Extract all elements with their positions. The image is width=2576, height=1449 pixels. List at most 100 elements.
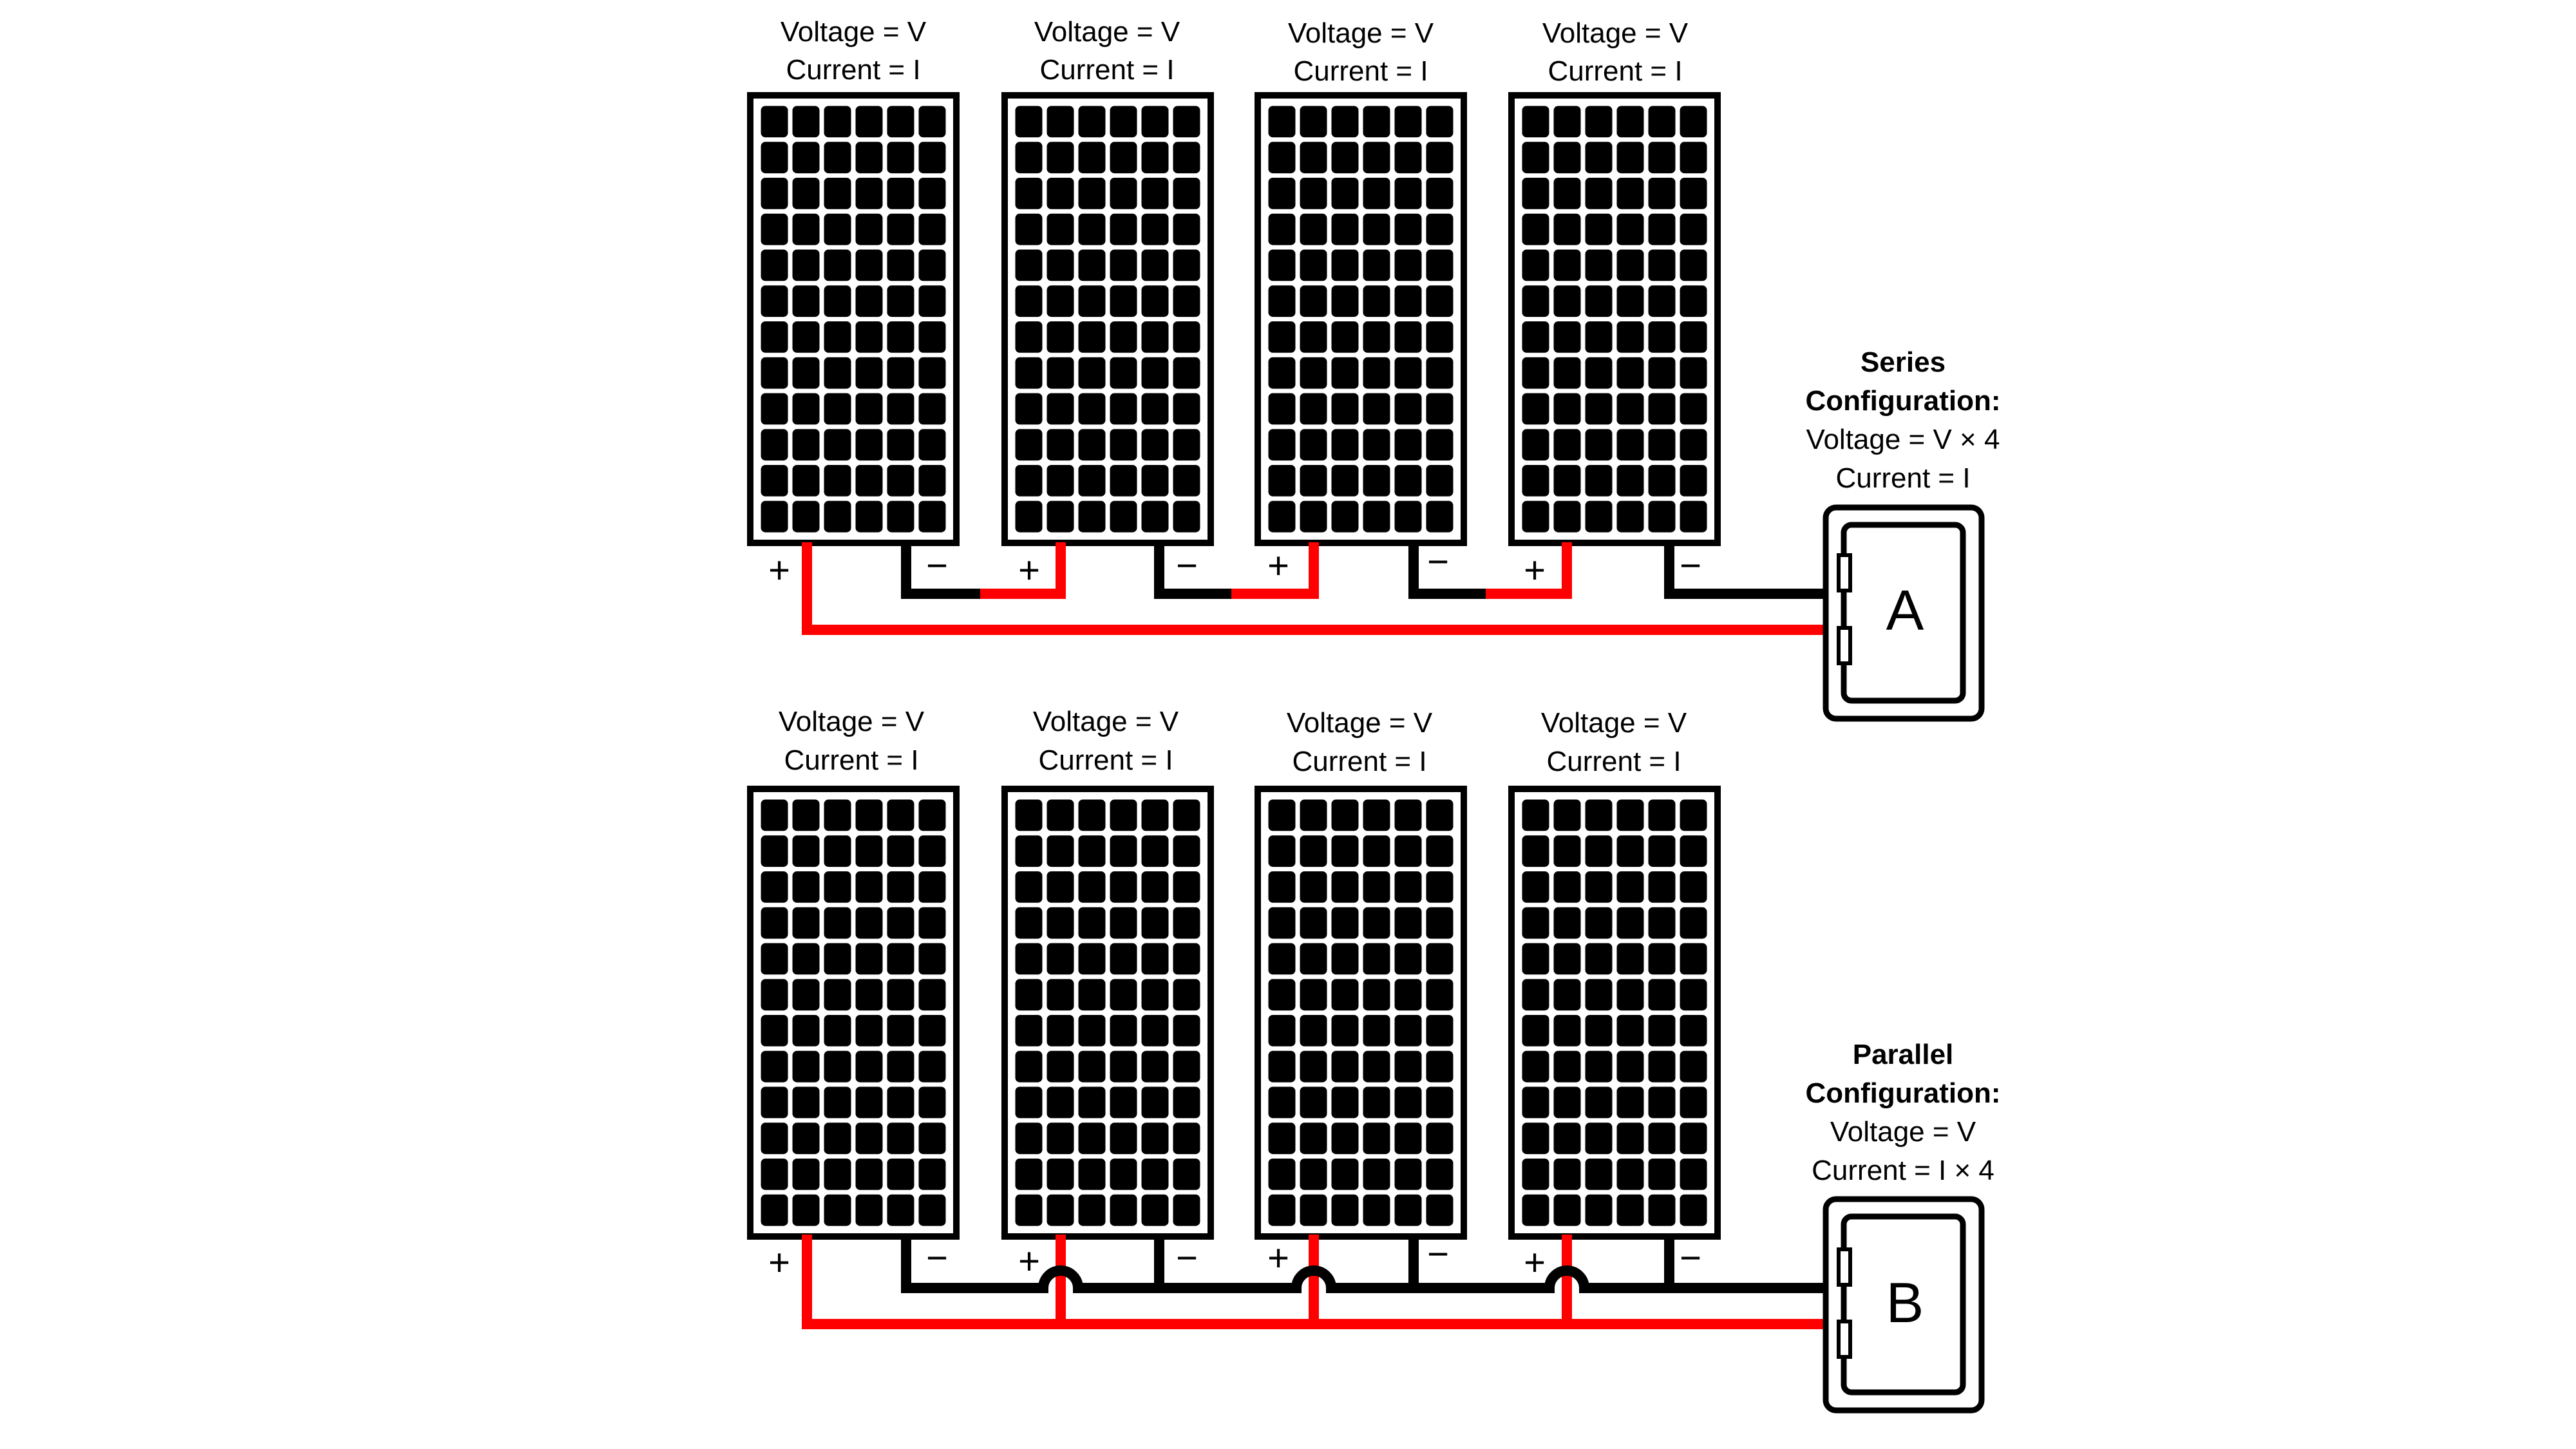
parallel-panel-2-negative-symbol: − — [1176, 1237, 1198, 1279]
solar-cell — [1173, 393, 1200, 425]
parallel-panel-2-positive-symbol: + — [1018, 1240, 1040, 1282]
solar-cell — [1110, 500, 1137, 533]
combiner-box-a: A — [1823, 504, 1985, 722]
solar-cell — [1522, 321, 1549, 353]
solar-cell — [792, 871, 820, 903]
solar-cell — [855, 393, 883, 425]
parallel-panel-1-negative-symbol: − — [926, 1237, 948, 1279]
solar-cell — [1173, 1015, 1200, 1046]
series-panel-3-negative-symbol: − — [1427, 541, 1449, 583]
solar-cell — [1363, 393, 1390, 425]
solar-cell — [1363, 1122, 1390, 1155]
solar-cell — [792, 500, 820, 533]
parallel-configuration-text: Parallel Configuration: Voltage = V Curr… — [1805, 1039, 2000, 1186]
solar-cell — [1268, 1086, 1296, 1119]
solar-cell — [761, 213, 788, 245]
solar-cell — [1331, 106, 1359, 138]
solar-cell — [1394, 429, 1422, 461]
solar-cell — [1046, 1086, 1074, 1119]
solar-cell — [1522, 1159, 1549, 1190]
solar-cell — [1015, 1159, 1043, 1190]
solar-cell — [1141, 321, 1169, 353]
solar-cell — [855, 357, 883, 389]
parallel-panel-4-voltage: Voltage = V — [1541, 707, 1687, 739]
solar-cell — [1394, 1015, 1422, 1046]
series-panel-4-current: Current = I — [1548, 55, 1682, 87]
solar-cell — [1141, 393, 1169, 425]
solar-cell — [1331, 142, 1359, 174]
solar-cell — [1331, 943, 1359, 975]
solar-cell — [918, 871, 946, 903]
solar-cell — [1553, 500, 1581, 533]
solar-cell — [1300, 1015, 1327, 1046]
parallel-solar-panel-2 — [1001, 786, 1214, 1240]
solar-cell — [761, 799, 788, 831]
solar-cell — [1300, 1122, 1327, 1155]
solar-cell — [1300, 465, 1327, 497]
solar-cell — [1680, 465, 1707, 497]
solar-cell — [1522, 907, 1549, 939]
solar-cell — [1300, 1194, 1327, 1226]
solar-cell — [1141, 106, 1169, 138]
solar-cell — [1015, 249, 1043, 281]
solar-cell — [1585, 1194, 1613, 1226]
solar-cell — [1173, 285, 1200, 317]
solar-cell — [887, 1086, 914, 1119]
box-a-negative-lug — [1837, 553, 1852, 592]
solar-cell — [1648, 106, 1676, 138]
solar-cell — [1141, 142, 1169, 174]
solar-cell — [1522, 106, 1549, 138]
solar-cell — [1394, 835, 1422, 867]
solar-cell — [1046, 1194, 1074, 1226]
solar-cell — [1046, 321, 1074, 353]
solar-cell — [1110, 1122, 1137, 1155]
solar-cell — [761, 321, 788, 353]
solar-cell — [1141, 871, 1169, 903]
solar-cell — [887, 106, 914, 138]
solar-cell — [1522, 871, 1549, 903]
series-configuration-text: Series Configuration: Voltage = V × 4 Cu… — [1805, 346, 2000, 494]
solar-cell — [824, 1015, 851, 1046]
series-panel-1-current: Current = I — [786, 54, 920, 86]
parallel-panel-4-positive-symbol: + — [1524, 1242, 1546, 1283]
solar-cell — [792, 1050, 820, 1083]
solar-cell — [1331, 178, 1359, 209]
solar-cell — [1648, 178, 1676, 209]
solar-cell — [1426, 1194, 1454, 1226]
solar-cell — [1110, 285, 1137, 317]
solar-cell — [1046, 871, 1074, 903]
solar-cell — [1426, 943, 1454, 975]
solar-cell — [1553, 249, 1581, 281]
parallel-title-line-2: Configuration: — [1805, 1077, 2000, 1109]
solar-cell — [1426, 357, 1454, 389]
solar-cell — [1331, 835, 1359, 867]
solar-cell — [918, 943, 946, 975]
solar-cell — [1110, 943, 1137, 975]
solar-cell — [918, 1086, 946, 1119]
solar-cell — [1522, 979, 1549, 1011]
solar-cell — [1300, 1050, 1327, 1083]
solar-cell — [1015, 321, 1043, 353]
solar-cell — [887, 1015, 914, 1046]
solar-cell — [918, 249, 946, 281]
solar-cell — [1141, 799, 1169, 831]
solar-cell — [1363, 321, 1390, 353]
solar-cell — [1394, 1086, 1422, 1119]
solar-cell — [1300, 500, 1327, 533]
solar-cell — [1173, 799, 1200, 831]
solar-cell — [824, 285, 851, 317]
solar-cell — [1078, 285, 1106, 317]
parallel-panel-3-current: Current = I — [1292, 746, 1426, 777]
solar-cell — [1331, 213, 1359, 245]
solar-cell — [1046, 429, 1074, 461]
solar-cell — [1300, 907, 1327, 939]
solar-cell — [1585, 429, 1613, 461]
solar-cell — [1300, 871, 1327, 903]
parallel-panel-2-inner — [1008, 792, 1208, 1233]
solar-cell — [792, 1122, 820, 1155]
solar-cell — [887, 500, 914, 533]
solar-cell — [1648, 1159, 1676, 1190]
solar-cell — [1110, 907, 1137, 939]
solar-cell — [792, 799, 820, 831]
solar-cell — [1648, 1050, 1676, 1083]
